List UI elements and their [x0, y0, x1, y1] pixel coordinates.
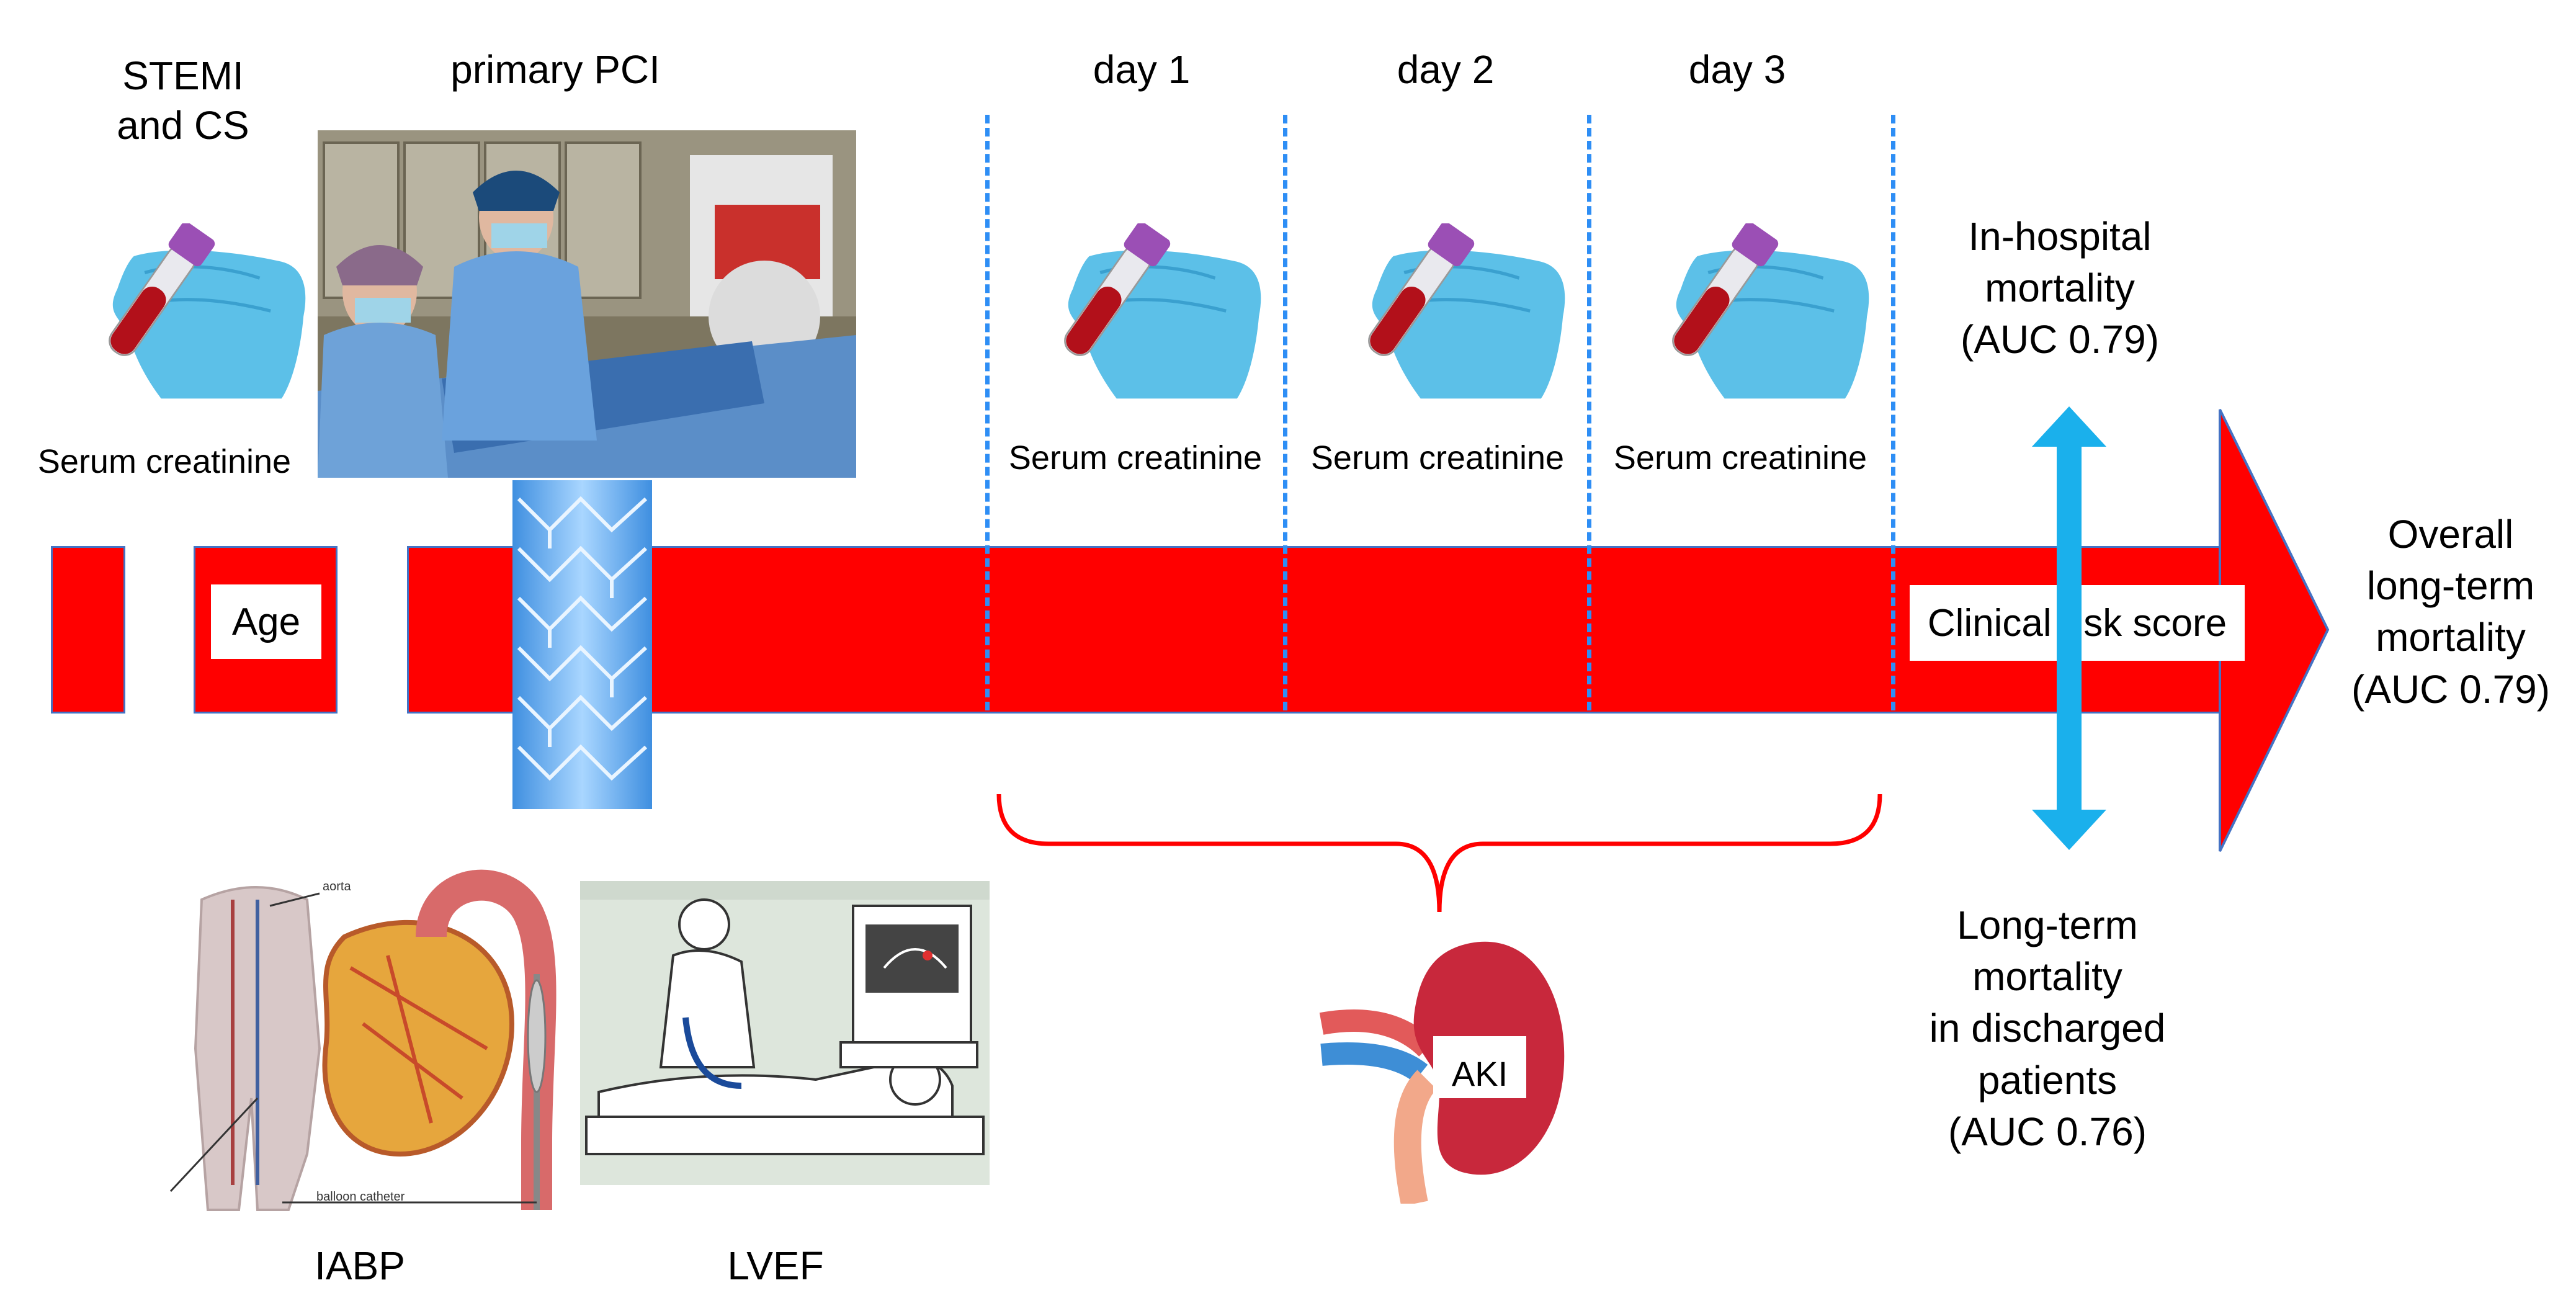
pci-procedure-photo	[318, 130, 856, 478]
day-divider-4	[1891, 115, 1895, 710]
timeline-segment-1	[51, 546, 125, 714]
stemi-cs-label: STEMI and CS	[117, 53, 249, 148]
lvef-echo-illustration	[580, 881, 990, 1185]
blood-tube-icon	[1005, 223, 1272, 409]
day-3-label: day 3	[1688, 47, 1786, 92]
balloon-catheter-label: balloon catheter	[316, 1190, 405, 1204]
age-box: Age	[211, 584, 321, 659]
days-brace	[996, 794, 1882, 913]
primary-pci-label: primary PCI	[450, 47, 660, 92]
serum-creatinine-label: Serum creatinine	[1310, 439, 1565, 477]
blood-tube-icon	[1613, 223, 1880, 409]
age-label: Age	[231, 600, 301, 643]
aorta-label: aorta	[323, 880, 351, 893]
day-2-label: day 2	[1397, 47, 1495, 92]
kidney-icon	[1319, 941, 1565, 1204]
aki-label: AKI	[1451, 1054, 1508, 1093]
overall-long-term-mortality: Overall long-term mortality (AUC 0.79)	[2351, 512, 2551, 712]
day-divider-1	[985, 115, 990, 710]
serum-creatinine-label: Serum creatinine	[37, 443, 292, 480]
day-divider-2	[1283, 115, 1287, 710]
blood-tube-icon	[1309, 223, 1576, 409]
iabp-illustration	[169, 869, 557, 1211]
day-1-label: day 1	[1093, 47, 1191, 92]
day-divider-3	[1587, 115, 1591, 710]
serum-creatinine-label: Serum creatinine	[1008, 439, 1263, 477]
lvef-label: LVEF	[727, 1243, 824, 1288]
stent-image	[512, 480, 652, 809]
serum-creatinine-label: Serum creatinine	[1613, 439, 1867, 477]
in-hospital-mortality: In-hospital mortality (AUC 0.79)	[1960, 214, 2160, 362]
iabp-label: IABP	[315, 1243, 405, 1288]
blood-tube-icon	[50, 223, 316, 409]
vertical-double-arrow	[2032, 406, 2106, 850]
discharged-long-term-mortality: Long-term mortality in discharged patien…	[1929, 903, 2166, 1154]
